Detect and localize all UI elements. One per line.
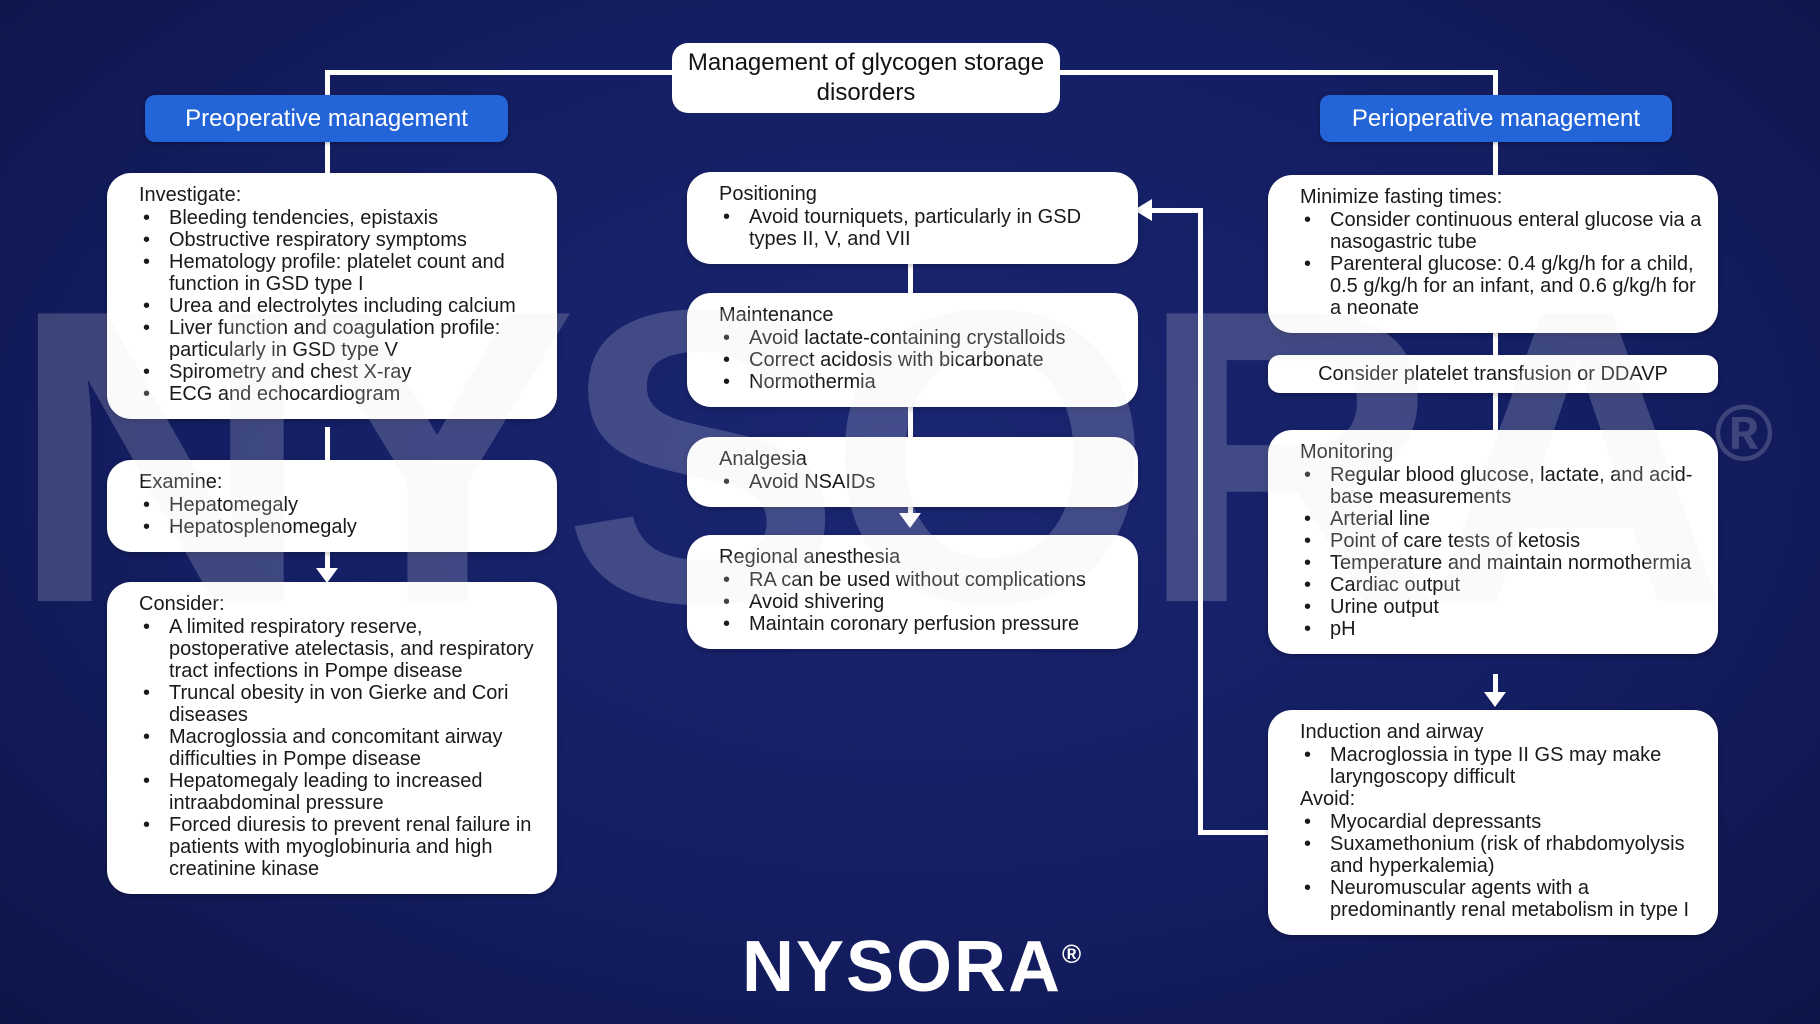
bullet-item: Maintain coronary perfusion pressure xyxy=(719,613,1122,635)
bullet-item: Avoid shivering xyxy=(719,591,1122,613)
nysora-logo: NYSORA® xyxy=(742,918,1081,1003)
induction-avoid-list: Myocardial depressantsSuxamethonium (ris… xyxy=(1300,811,1702,921)
bullet-item: Hematology profile: platelet count and f… xyxy=(139,251,541,295)
diagram-title-box: Management of glycogen storage disorders xyxy=(672,43,1060,113)
connector-minimize-to-platelet xyxy=(1493,321,1498,357)
bullet-item: Avoid tourniquets, particularly in GSD t… xyxy=(719,206,1122,250)
bullet-item: Macroglossia and concomitant airway diff… xyxy=(139,726,541,770)
preoperative-header-label: Preoperative management xyxy=(185,104,468,132)
bullet-item: pH xyxy=(1300,618,1702,640)
minimize-fasting-title: Minimize fasting times: xyxy=(1300,186,1503,208)
bullet-item: A limited respiratory reserve, postopera… xyxy=(139,616,541,682)
positioning-title: Positioning xyxy=(719,183,817,205)
investigate-title: Investigate: xyxy=(139,184,242,206)
minimize-fasting-box: Minimize fasting times: Consider continu… xyxy=(1268,175,1718,333)
positioning-list: Avoid tourniquets, particularly in GSD t… xyxy=(719,206,1122,250)
regional-anesthesia-box: Regional anesthesia RA can be used witho… xyxy=(687,535,1138,649)
induction-avoid-subheading: Avoid: xyxy=(1300,788,1356,810)
induction-airway-title: Induction and airway xyxy=(1300,721,1484,743)
bullet-item: Obstructive respiratory symptoms xyxy=(139,229,541,251)
connector-induction-loop-bottom xyxy=(1198,830,1272,835)
induction-airway-list: Macroglossia in type II GS may make lary… xyxy=(1300,744,1702,788)
monitoring-box: Monitoring Regular blood glucose, lactat… xyxy=(1268,430,1718,654)
bullet-item: Hepatomegaly xyxy=(139,494,541,516)
regional-anesthesia-title: Regional anesthesia xyxy=(719,546,901,568)
connector-investigate-to-examine xyxy=(325,427,330,460)
bullet-item: Arterial line xyxy=(1300,508,1702,530)
connector-platelet-to-monitoring xyxy=(1493,391,1498,432)
connector-title-to-left-column xyxy=(325,70,672,75)
bullet-item: Myocardial depressants xyxy=(1300,811,1702,833)
bullet-item: Macroglossia in type II GS may make lary… xyxy=(1300,744,1702,788)
analgesia-box: Analgesia Avoid NSAIDs xyxy=(687,437,1138,507)
platelet-transfusion-label: Consider platelet transfusion or DDAVP xyxy=(1318,363,1668,385)
bullet-item: Parenteral glucose: 0.4 g/kg/h for a chi… xyxy=(1300,253,1702,319)
arrowhead-analgesia-to-regional xyxy=(899,513,921,528)
bullet-item: Consider continuous enteral glucose via … xyxy=(1300,209,1702,253)
bullet-item: Avoid NSAIDs xyxy=(719,471,1122,493)
perioperative-header-label: Perioperative management xyxy=(1351,104,1641,132)
consider-list: A limited respiratory reserve, postopera… xyxy=(139,616,541,880)
bullet-item: Forced diuresis to prevent renal failure… xyxy=(139,814,541,880)
bullet-item: Avoid lactate-containing crystalloids xyxy=(719,327,1122,349)
bullet-item: Suxamethonium (risk of rhabdomyolysis an… xyxy=(1300,833,1702,877)
connector-maintenance-to-analgesia xyxy=(908,403,913,439)
minimize-fasting-list: Consider continuous enteral glucose via … xyxy=(1300,209,1702,319)
maintenance-box: Maintenance Avoid lactate-containing cry… xyxy=(687,293,1138,407)
analgesia-list: Avoid NSAIDs xyxy=(719,471,1122,493)
platelet-transfusion-box: Consider platelet transfusion or DDAVP xyxy=(1268,355,1718,393)
bullet-item: Urea and electrolytes including calcium xyxy=(139,295,541,317)
bullet-item: Correct acidosis with bicarbonate xyxy=(719,349,1122,371)
connector-positioning-to-maintenance xyxy=(908,255,913,295)
bullet-item: Truncal obesity in von Gierke and Cori d… xyxy=(139,682,541,726)
bullet-item: Cardiac output xyxy=(1300,574,1702,596)
consider-title: Consider: xyxy=(139,593,225,615)
preoperative-management-header: Preoperative management xyxy=(145,95,508,142)
maintenance-title: Maintenance xyxy=(719,304,834,326)
investigate-list: Bleeding tendencies, epistaxisObstructiv… xyxy=(139,207,541,405)
bullet-item: Urine output xyxy=(1300,596,1702,618)
bullet-item: Hepatomegaly leading to increased intraa… xyxy=(139,770,541,814)
regional-anesthesia-list: RA can be used without complicationsAvoi… xyxy=(719,569,1122,635)
nysora-registered-icon: ® xyxy=(1062,939,1082,969)
connector-monitoring-to-induction xyxy=(1493,674,1498,694)
nysora-logo-text: NYSORA xyxy=(742,927,1063,1007)
bullet-item: Hepatosplenomegaly xyxy=(139,516,541,538)
bullet-item: Regular blood glucose, lactate, and acid… xyxy=(1300,464,1702,508)
connector-induction-loop-top xyxy=(1151,208,1203,213)
bullet-item: RA can be used without complications xyxy=(719,569,1122,591)
analgesia-title: Analgesia xyxy=(719,448,807,470)
positioning-box: Positioning Avoid tourniquets, particula… xyxy=(687,172,1138,264)
connector-title-to-right-column xyxy=(1058,70,1498,75)
bullet-item: Neuromuscular agents with a predominantl… xyxy=(1300,877,1702,921)
bullet-item: Bleeding tendencies, epistaxis xyxy=(139,207,541,229)
arrowhead-monitoring-to-induction xyxy=(1484,692,1506,707)
monitoring-list: Regular blood glucose, lactate, and acid… xyxy=(1300,464,1702,640)
induction-airway-box: Induction and airway Macroglossia in typ… xyxy=(1268,710,1718,935)
arrowhead-loop-to-positioning xyxy=(1134,199,1152,221)
examine-title: Examine: xyxy=(139,471,223,493)
investigate-box: Investigate: Bleeding tendencies, epista… xyxy=(107,173,557,419)
watermark-registered-icon: ® xyxy=(1714,388,1774,478)
examine-list: HepatomegalyHepatosplenomegaly xyxy=(139,494,541,538)
examine-box: Examine: HepatomegalyHepatosplenomegaly xyxy=(107,460,557,552)
connector-induction-loop-vertical xyxy=(1198,208,1203,835)
bullet-item: Spirometry and chest X-ray xyxy=(139,361,541,383)
diagram-title: Management of glycogen storage disorders xyxy=(687,49,1045,106)
perioperative-management-header: Perioperative management xyxy=(1320,95,1672,142)
consider-box: Consider: A limited respiratory reserve,… xyxy=(107,582,557,894)
bullet-item: Point of care tests of ketosis xyxy=(1300,530,1702,552)
bullet-item: Normothermia xyxy=(719,371,1122,393)
bullet-item: ECG and echocardiogram xyxy=(139,383,541,405)
monitoring-title: Monitoring xyxy=(1300,441,1394,463)
connector-examine-to-consider xyxy=(325,550,330,572)
maintenance-list: Avoid lactate-containing crystalloidsCor… xyxy=(719,327,1122,393)
bullet-item: Temperature and maintain normothermia xyxy=(1300,552,1702,574)
arrowhead-examine-to-consider xyxy=(316,568,338,583)
bullet-item: Liver function and coagulation profile: … xyxy=(139,317,541,361)
